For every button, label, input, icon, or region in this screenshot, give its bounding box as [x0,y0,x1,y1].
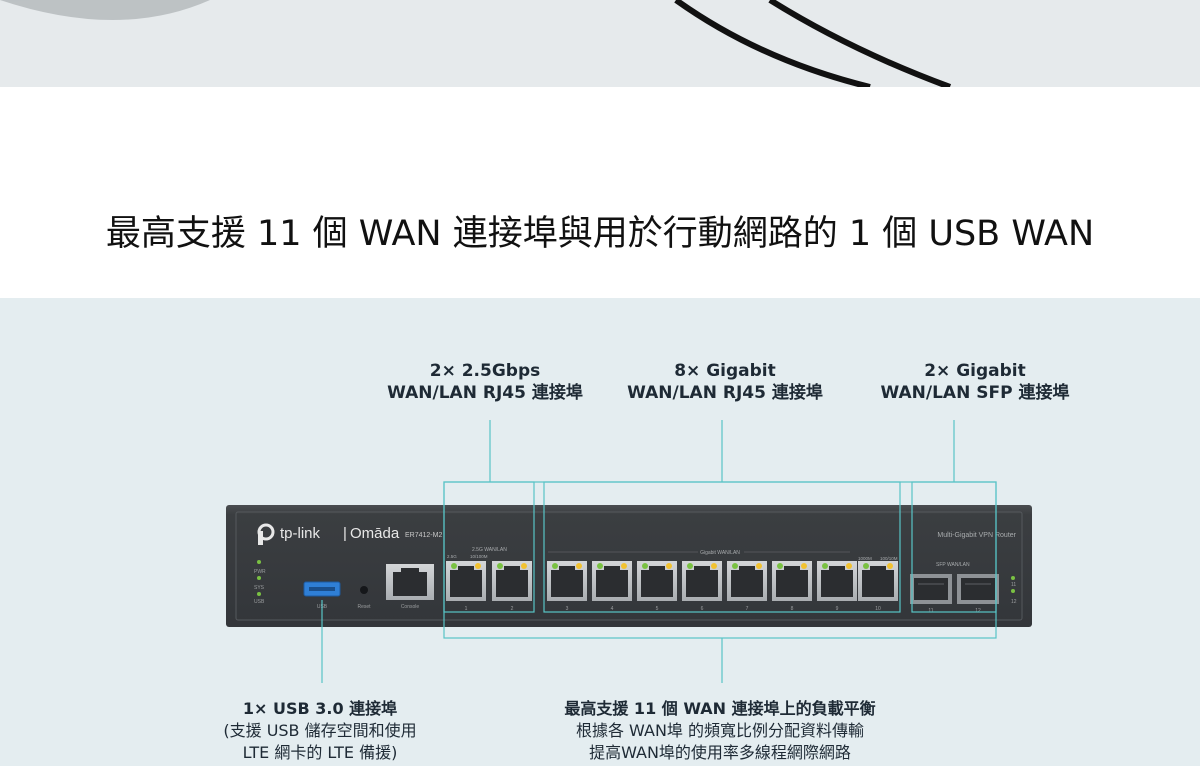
svg-text:Console: Console [401,604,420,610]
note-load-balance: 最高支援 11 個 WAN 連接埠上的負載平衡 根據各 WAN埠 的頻寬比例分配… [520,698,920,764]
callout-2-5g-rj45: 2× 2.5Gbps WAN/LAN RJ45 連接埠 [370,360,600,404]
diagram-area: 2× 2.5Gbps WAN/LAN RJ45 連接埠 8× Gigabit W… [0,298,1200,766]
svg-text:SYS: SYS [254,585,265,591]
brand-text: tp-link [280,525,321,542]
callout-leaders [321,420,997,683]
svg-text:Gigabit WAN/LAN: Gigabit WAN/LAN [700,550,740,556]
callout-gigabit-line2: WAN/LAN RJ45 連接埠 [627,383,823,403]
model-text: ER7412-M2 [405,532,442,539]
svg-text:USB: USB [254,599,265,605]
svg-text:10/100M: 10/100M [470,554,488,559]
svg-text:2: 2 [511,606,514,612]
svg-text:3: 3 [566,606,569,612]
svg-text:11: 11 [1011,582,1016,588]
router-illustration: tp-link | Omāda ER7412-M2 Multi-Gigabit … [226,420,1032,683]
note-load-line1: 最高支援 11 個 WAN 連接埠上的負載平衡 [564,699,876,718]
svg-text:11: 11 [928,608,933,614]
svg-text:4: 4 [611,606,614,612]
callout-sfp-line2: WAN/LAN SFP 連接埠 [880,383,1070,403]
svg-text:Reset: Reset [357,604,371,610]
sub-brand-text: Omāda [350,525,400,542]
svg-text:12: 12 [1011,599,1017,605]
svg-text:7: 7 [746,606,749,612]
callout-2-5g-line2: WAN/LAN RJ45 連接埠 [387,383,583,403]
svg-text:SFP WAN/LAN: SFP WAN/LAN [936,562,970,568]
callout-sfp-line1: 2× Gigabit [924,361,1026,381]
callout-gigabit-rj45: 8× Gigabit WAN/LAN RJ45 連接埠 [610,360,840,404]
note-usb: 1× USB 3.0 連接埠 (支援 USB 儲存空間和使用 LTE 網卡的 L… [190,698,450,764]
reset-button [360,586,368,594]
svg-text:8: 8 [791,606,794,612]
svg-text:9: 9 [836,606,839,612]
router-type-text: Multi-Gigabit VPN Router [937,532,1016,539]
rj45-ports [446,561,898,601]
note-usb-line2: (支援 USB 儲存空間和使用 [223,721,417,740]
note-usb-line3: LTE 網卡的 LTE 備援) [242,743,398,762]
callout-gigabit-line1: 8× Gigabit [674,361,776,381]
note-load-line2: 根據各 WAN埠 的頻寬比例分配資料傳輸 [575,721,865,740]
usb-port-icon [303,581,341,597]
svg-text:1: 1 [465,606,468,612]
svg-text:10: 10 [875,606,881,612]
note-load-line3: 提高WAN埠的使用率多線程網際網路 [589,743,851,762]
note-usb-line1: 1× USB 3.0 連接埠 [242,699,398,718]
svg-text:PWR: PWR [254,569,266,575]
tp-link-logo-icon [257,523,275,545]
top-banner-image [0,0,1200,87]
svg-text:2.5G: 2.5G [447,554,457,559]
callout-2-5g-line1: 2× 2.5Gbps [429,361,541,381]
svg-text:2.5G WAN/LAN: 2.5G WAN/LAN [472,547,507,553]
svg-text:100/10M: 100/10M [880,556,898,561]
svg-text:12: 12 [975,608,981,614]
port-numbers: 1 2 3 4 5 6 7 8 9 10 11 12 [465,606,981,614]
status-leds: PWR SYS USB [254,560,266,605]
svg-text:|: | [343,525,347,542]
sfp-ports [910,574,999,604]
cable-illustration [0,0,952,87]
svg-text:1000M: 1000M [858,556,872,561]
console-port-icon [386,564,434,600]
svg-text:5: 5 [656,606,659,612]
page-headline: 最高支援 11 個 WAN 連接埠與用於行動網路的 1 個 USB WAN [105,214,1095,254]
svg-text:6: 6 [701,606,704,612]
callout-sfp: 2× Gigabit WAN/LAN SFP 連接埠 [860,360,1090,404]
